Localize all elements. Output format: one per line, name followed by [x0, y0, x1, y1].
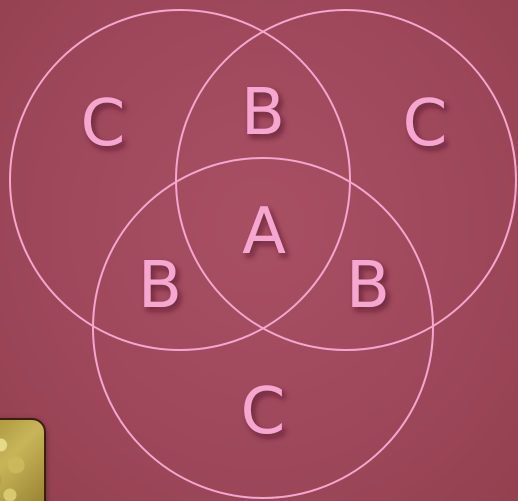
label-right-overlap: B	[346, 249, 390, 323]
label-bottom-only: C	[241, 375, 286, 449]
label-top-right-only: C	[403, 87, 448, 161]
label-center: A	[242, 195, 286, 269]
label-top-left-only: C	[81, 87, 126, 161]
label-top-overlap: B	[241, 76, 285, 150]
label-left-overlap: B	[138, 249, 182, 323]
foliage-photo-thumbnail	[0, 418, 46, 501]
